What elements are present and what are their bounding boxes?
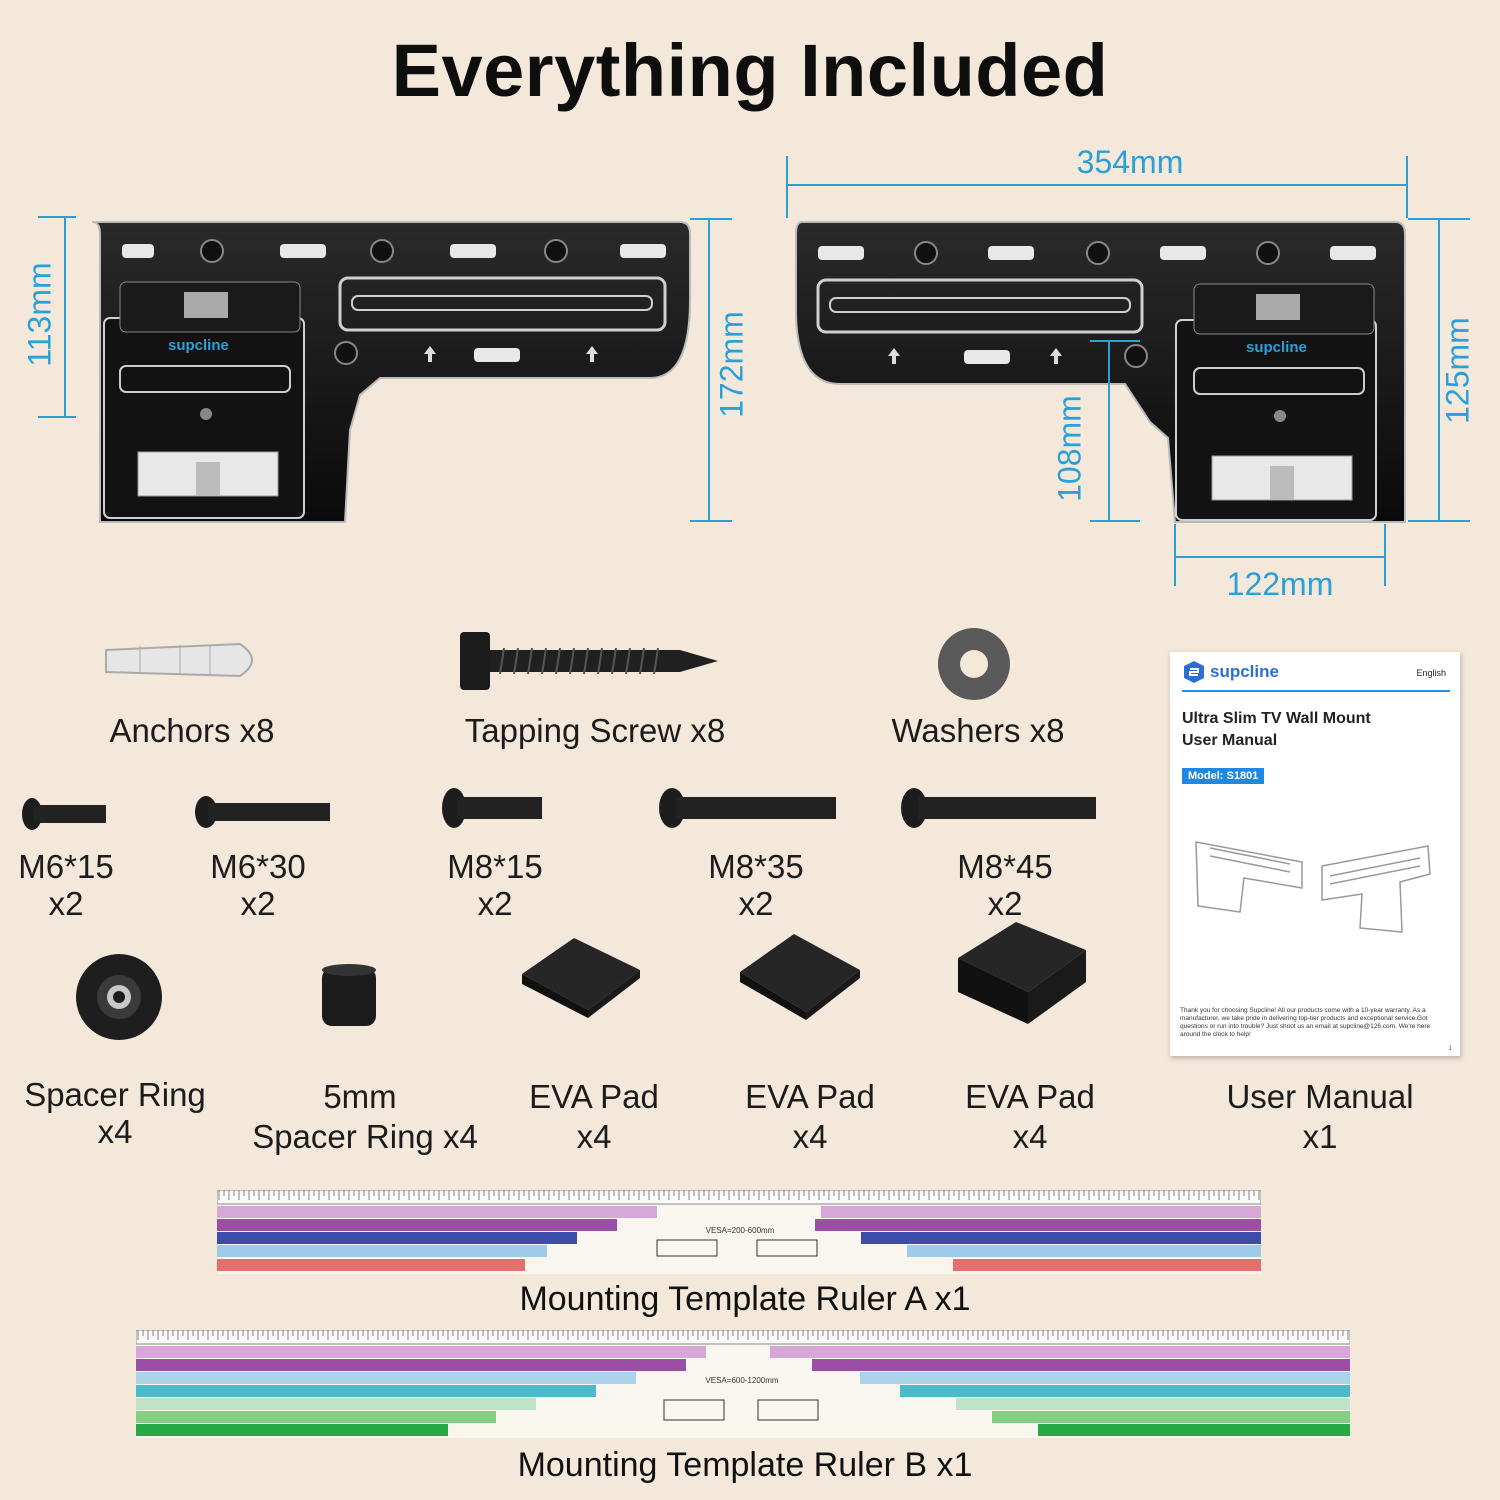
m8-35-name: M8*35 bbox=[708, 848, 804, 885]
eva-pad-3-name: EVA Pad bbox=[965, 1078, 1095, 1115]
spacer-ring-image bbox=[76, 954, 162, 1040]
washers-label: Washers x8 bbox=[891, 712, 1065, 749]
m8-45-qty: x2 bbox=[987, 885, 1023, 922]
manual-bracket-drawing bbox=[1195, 841, 1431, 933]
m8-15-name: M8*15 bbox=[447, 848, 543, 885]
manual-model: Model: S1801 bbox=[1182, 768, 1265, 784]
dimension-line bbox=[38, 416, 76, 418]
m8-15-qty: x2 bbox=[477, 885, 513, 922]
dimension-line bbox=[38, 216, 76, 218]
dimension-172mm: 172mm bbox=[713, 311, 750, 418]
dimension-line bbox=[1384, 524, 1386, 586]
eva-pad-3-qty: x4 bbox=[1012, 1118, 1048, 1155]
supcline-logo-icon bbox=[1184, 661, 1204, 683]
spacer-ring-name: Spacer Ring bbox=[24, 1076, 206, 1113]
washer-image bbox=[938, 628, 1010, 700]
spacer-ring-5mm-image bbox=[322, 964, 376, 1026]
dimension-122mm: 122mm bbox=[1226, 566, 1334, 602]
dimension-line bbox=[690, 520, 732, 522]
ruler-a-image bbox=[217, 1190, 1261, 1274]
dimension-125mm: 125mm bbox=[1439, 317, 1476, 424]
anchors-label: Anchors x8 bbox=[109, 712, 275, 749]
dimension-113mm: 113mm bbox=[21, 262, 58, 367]
ruler-a-label: Mounting Template Ruler A x1 bbox=[519, 1280, 971, 1318]
dimension-line bbox=[788, 184, 1408, 186]
spacer-ring-5mm-name: 5mm bbox=[323, 1078, 397, 1115]
spacer-ring-5mm-qty: Spacer Ring x4 bbox=[252, 1118, 478, 1155]
page-title: Everything Included bbox=[391, 29, 1109, 112]
dimension-line bbox=[690, 218, 732, 220]
user-manual-qty: x1 bbox=[1302, 1118, 1338, 1155]
m6-15-name: M6*15 bbox=[18, 848, 114, 885]
m8-15-bolt-image bbox=[442, 788, 542, 828]
m6-15-qty: x2 bbox=[48, 885, 84, 922]
manual-divider bbox=[1182, 690, 1450, 692]
left-bracket-illustration bbox=[91, 221, 691, 523]
ruler-b-range: VESA=600-1200mm bbox=[705, 1376, 779, 1385]
eva-pad-image-2 bbox=[740, 934, 860, 1020]
m8-35-bolt-image bbox=[659, 788, 836, 828]
eva-pad-image-3 bbox=[958, 922, 1086, 1024]
ruler-b-image bbox=[136, 1330, 1350, 1438]
manual-language: English bbox=[1416, 668, 1446, 678]
dimension-line bbox=[786, 156, 788, 218]
m8-45-bolt-image bbox=[901, 788, 1096, 828]
dimension-354mm: 354mm bbox=[1076, 144, 1184, 180]
eva-pad-image-1 bbox=[522, 938, 640, 1018]
right-bracket-illustration bbox=[795, 221, 1406, 523]
ruler-a-range: VESA=200-600mm bbox=[705, 1226, 775, 1235]
dimension-108mm: 108mm bbox=[1051, 395, 1088, 502]
dimension-line bbox=[708, 218, 710, 522]
user-manual-name: User Manual bbox=[1226, 1078, 1414, 1115]
ruler-b-label: Mounting Template Ruler B x1 bbox=[517, 1446, 973, 1484]
m6-30-qty: x2 bbox=[240, 885, 276, 922]
m8-35-qty: x2 bbox=[738, 885, 774, 922]
eva-pad-1-name: EVA Pad bbox=[529, 1078, 659, 1115]
dimension-line bbox=[1090, 340, 1140, 342]
manual-title: Ultra Slim TV Wall Mount User Manual bbox=[1182, 710, 1371, 749]
spacer-ring-qty: x4 bbox=[97, 1113, 133, 1150]
manual-footer: Thank you for choosing Supcline! All our… bbox=[1180, 1007, 1431, 1038]
tapping-screw-label: Tapping Screw x8 bbox=[464, 712, 726, 749]
dimension-line bbox=[1176, 556, 1386, 558]
dimension-line bbox=[1090, 520, 1140, 522]
anchor-image bbox=[105, 642, 253, 678]
bracket-brand-left: supcline bbox=[168, 337, 229, 354]
bracket-brand-right: supcline bbox=[1246, 339, 1307, 356]
tapping-screw-image bbox=[460, 632, 718, 690]
dimension-line bbox=[1438, 218, 1440, 522]
dimension-line bbox=[1108, 340, 1110, 522]
m6-15-bolt-image bbox=[22, 798, 106, 830]
manual-page-number: 1 bbox=[1448, 1046, 1452, 1052]
manual-brand: supcline bbox=[1210, 662, 1279, 681]
m6-30-bolt-image bbox=[195, 796, 330, 828]
dimension-line bbox=[64, 216, 66, 418]
m8-45-name: M8*45 bbox=[957, 848, 1053, 885]
user-manual-image: supcline English Ultra Slim TV Wall Moun… bbox=[1170, 652, 1460, 1056]
dimension-line bbox=[1406, 156, 1408, 218]
dimension-line bbox=[1174, 524, 1176, 586]
m6-30-name: M6*30 bbox=[210, 848, 306, 885]
eva-pad-2-name: EVA Pad bbox=[745, 1078, 875, 1115]
eva-pad-1-qty: x4 bbox=[576, 1118, 612, 1155]
eva-pad-2-qty: x4 bbox=[792, 1118, 828, 1155]
